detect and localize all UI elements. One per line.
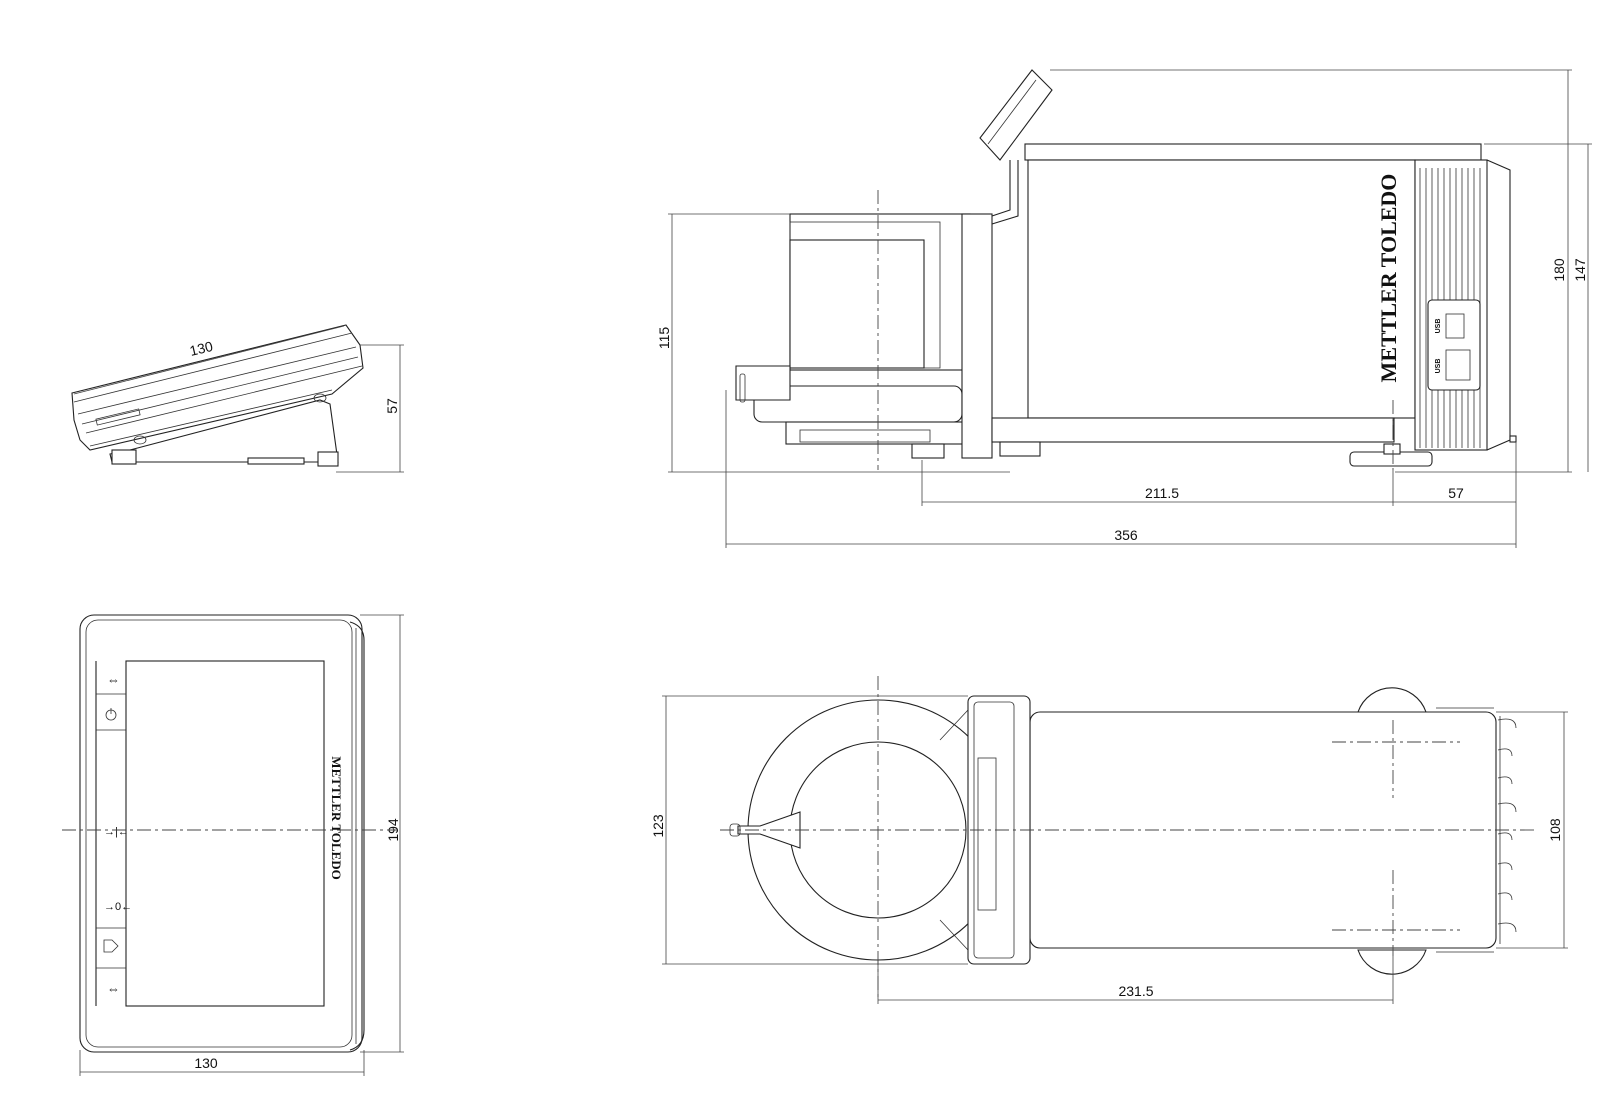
terminal-front-view: ⇔ →|← →0← ⇔ METTLER TOLEDO 194 130 bbox=[62, 614, 404, 1076]
dimension-57-terminal: 57 bbox=[336, 344, 404, 473]
dimension-356: 356 bbox=[725, 390, 1516, 548]
draft-shield-side bbox=[735, 213, 993, 459]
dimension-231-5: 231.5 bbox=[877, 956, 1394, 1004]
dim-label-231-5: 231.5 bbox=[1118, 983, 1153, 999]
terminal-side-view: 130 57 bbox=[71, 324, 404, 473]
terminal-brand-label: METTLER TOLEDO bbox=[329, 756, 344, 879]
dim-label-356: 356 bbox=[1114, 527, 1138, 543]
dim-label-123: 123 bbox=[650, 814, 666, 838]
balance-top-view: 123 108 231.5 bbox=[650, 676, 1568, 1004]
dimension-57-balance: 57 bbox=[1393, 442, 1517, 548]
dim-label-130-front: 130 bbox=[194, 1055, 218, 1071]
terminal-side-body bbox=[71, 324, 364, 467]
dim-label-115: 115 bbox=[656, 327, 672, 350]
balance-brand-label: METTLER TOLEDO bbox=[1376, 174, 1401, 383]
dimension-211-5: 211.5 bbox=[921, 460, 1394, 506]
dimension-115: 115 bbox=[656, 213, 1010, 473]
dim-label-130-side: 130 bbox=[188, 338, 215, 359]
balance-side-body: USB USB METTLER TOLEDO bbox=[735, 69, 1517, 467]
zero-icon: →0← bbox=[104, 901, 132, 913]
dimension-194: 194 bbox=[360, 614, 404, 1053]
dim-label-147: 147 bbox=[1572, 258, 1588, 282]
arrows-icon-top: ⇔ bbox=[107, 672, 120, 687]
dimension-130-front: 130 bbox=[79, 1050, 365, 1076]
usb-panel bbox=[1427, 299, 1481, 391]
terminal-arm-side bbox=[979, 69, 1053, 225]
terminal-front-body: ⇔ →|← →0← ⇔ METTLER TOLEDO bbox=[79, 614, 365, 1053]
usb-a-port-icon bbox=[1445, 349, 1471, 381]
dimension-130-side: 130 bbox=[73, 325, 345, 395]
print-icon bbox=[103, 939, 119, 953]
balance-top-body bbox=[729, 687, 1517, 975]
dim-label-108: 108 bbox=[1547, 818, 1563, 842]
dimension-123: 123 bbox=[650, 695, 968, 965]
dim-label-57-balance: 57 bbox=[1448, 485, 1464, 501]
arrows-icon-bottom: ⇔ bbox=[107, 981, 120, 996]
tare-icon: →|← bbox=[104, 826, 129, 838]
dim-label-211-5: 211.5 bbox=[1145, 485, 1179, 501]
usb-b-port-icon bbox=[1445, 313, 1465, 339]
usb-label-bottom: USB bbox=[1435, 359, 1442, 374]
dim-label-57-terminal: 57 bbox=[384, 398, 400, 414]
dim-label-180: 180 bbox=[1551, 258, 1567, 282]
dimension-147: 147 bbox=[1484, 143, 1592, 472]
dim-label-194: 194 bbox=[385, 818, 401, 842]
usb-label-top: USB bbox=[1435, 319, 1442, 334]
dimension-180: 180 bbox=[1050, 69, 1572, 473]
dimension-108: 108 bbox=[1496, 711, 1568, 949]
balance-side-view: USB USB METTLER TOLEDO bbox=[656, 69, 1592, 548]
